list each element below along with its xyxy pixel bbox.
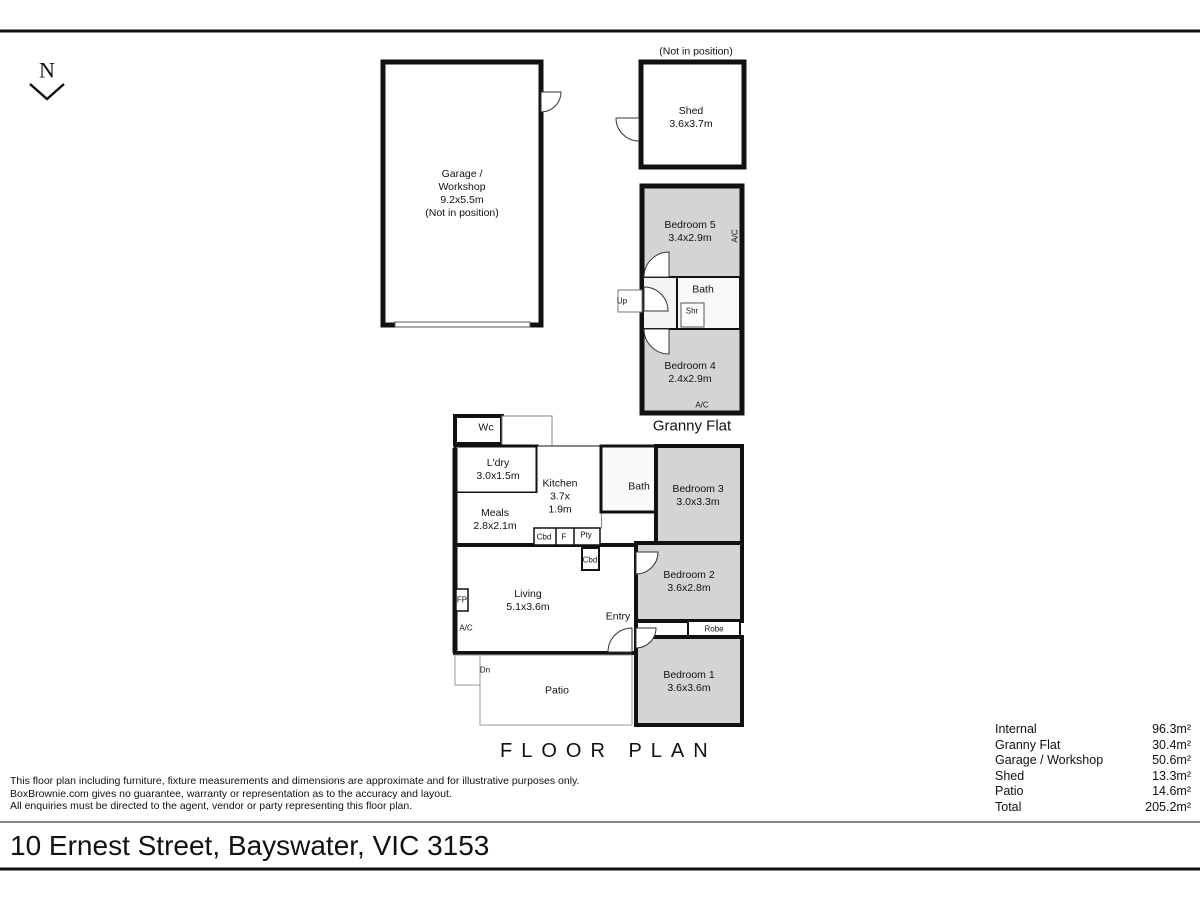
granny-flat-title: Granny Flat: [652, 417, 732, 435]
ac-label: A/C: [459, 623, 473, 633]
area-value: 50.6m²: [1152, 753, 1191, 767]
ac-label: A/C: [695, 400, 709, 410]
meals-label: Meals 2.8x2.1m: [473, 507, 517, 532]
north-label: N: [39, 57, 55, 83]
area-label: Shed: [995, 768, 1025, 783]
garage-label: Garage / Workshop 9.2x5.5m (Not in posit…: [425, 168, 499, 219]
disclaimer-line: All enquiries must be directed to the ag…: [10, 800, 413, 812]
area-row: Total 205.2m²: [995, 800, 1191, 816]
area-value: 205.2m²: [1145, 799, 1191, 814]
area-row: Shed 13.3m²: [995, 769, 1191, 785]
area-label: Internal: [995, 722, 1037, 736]
fridge-label: F: [561, 532, 567, 542]
area-row: Garage / Workshop 50.6m²: [995, 753, 1191, 769]
entry-label: Entry: [605, 610, 631, 623]
area-label: Garage / Workshop: [995, 753, 1104, 767]
kitchen-label: Kitchen 3.7x 1.9m: [542, 477, 578, 516]
garage-outline: [380, 59, 562, 328]
granny-flat-outline: [617, 183, 745, 416]
cupboard-label: Cbd: [582, 555, 598, 565]
fireplace-label: FP: [456, 595, 468, 605]
area-label: Granny Flat: [995, 737, 1061, 752]
area-table: Internal 96.3m² Granny Flat 30.4m² Garage …: [995, 722, 1191, 815]
area-value: 30.4m²: [1152, 737, 1191, 752]
wc-label: Wc: [478, 421, 494, 434]
cupboard-label: Cbd: [536, 532, 552, 542]
area-value: 96.3m²: [1152, 722, 1191, 736]
disclaimer-line: BoxBrownie.com gives no guarantee, warra…: [10, 787, 452, 800]
bath-label: Bath: [628, 480, 650, 493]
gf-bath-label: Bath: [692, 283, 714, 296]
area-row: Granny Flat 30.4m²: [995, 738, 1191, 754]
area-value: 13.3m²: [1152, 768, 1191, 783]
property-address: 10 Ernest Street, Bayswater, VIC 3153: [10, 830, 490, 861]
area-row: Patio 14.6m²: [995, 784, 1191, 800]
bedroom5-label: Bedroom 5 3.4x2.9m: [664, 219, 716, 244]
living-label: Living 5.1x3.6m: [506, 588, 550, 613]
area-label: Total: [995, 799, 1022, 814]
bedroom3-label: Bedroom 3 3.0x3.3m: [672, 483, 724, 508]
ac-label: A/C: [730, 229, 740, 243]
bedroom1-label: Bedroom 1 3.6x3.6m: [663, 669, 715, 694]
pantry-label: Pty: [580, 530, 592, 540]
disclaimer-line: This floor plan including furniture, fix…: [10, 775, 580, 787]
disclaimer: This floor plan including furniture, fix…: [10, 775, 579, 813]
bedroom2-label: Bedroom 2 3.6x2.8m: [663, 569, 715, 594]
floor-plan-heading: FLOOR PLAN: [500, 740, 717, 762]
robe-label: Robe: [704, 624, 724, 634]
shower-label: Shr: [685, 306, 699, 316]
area-value: 14.6m²: [1152, 784, 1191, 798]
shed-label: Shed 3.6x3.7m: [669, 105, 713, 130]
stairs-down-label: Dn: [479, 665, 491, 675]
shed-outline: [615, 59, 747, 170]
north-arrow-icon: [29, 83, 65, 101]
area-label: Patio: [995, 784, 1024, 798]
area-row: Internal 96.3m²: [995, 722, 1191, 738]
stairs-up-label: Up: [616, 296, 628, 306]
shed-note: (Not in position): [659, 45, 733, 58]
patio-label: Patio: [545, 684, 569, 697]
bedroom4-label: Bedroom 4 2.4x2.9m: [664, 360, 716, 385]
laundry-label: L'dry 3.0x1.5m: [476, 457, 520, 482]
main-house-outline: [452, 414, 744, 727]
